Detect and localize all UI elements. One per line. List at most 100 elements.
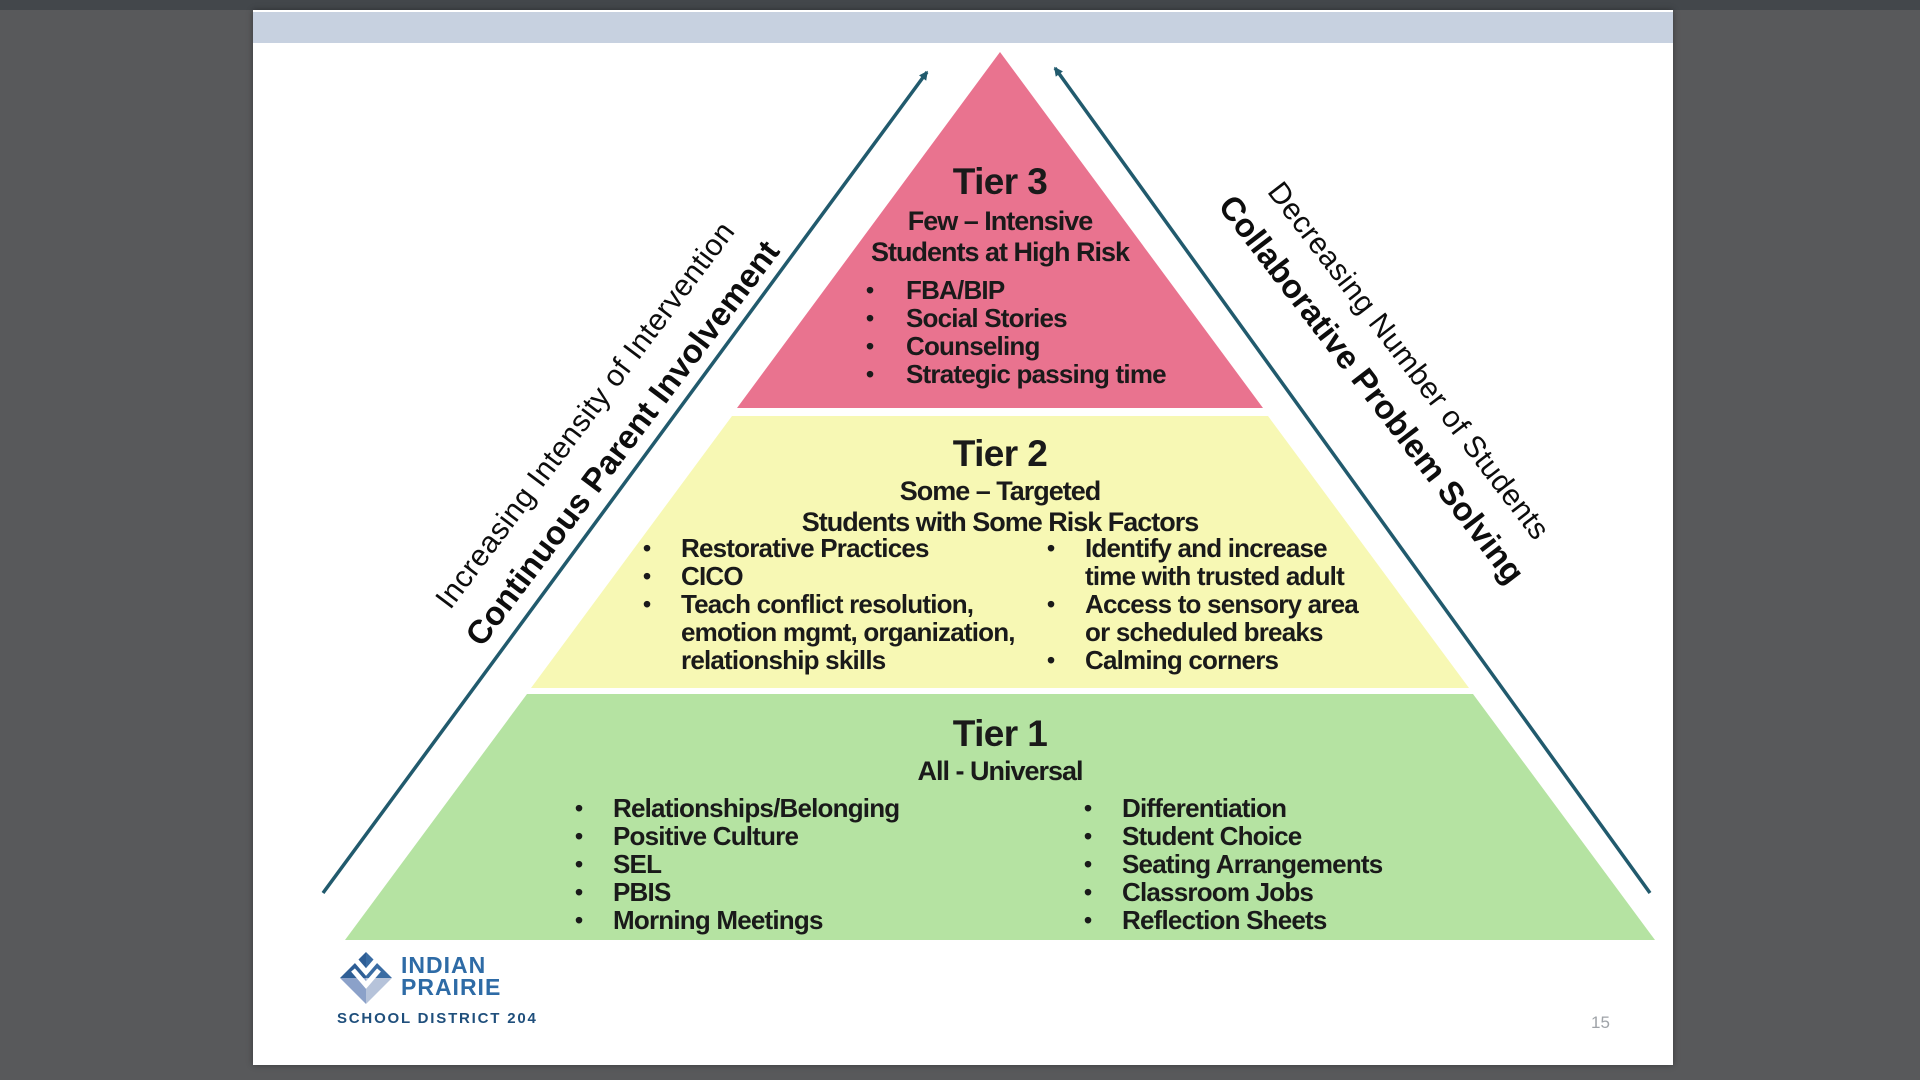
list-item-text: Seating Arrangements	[1122, 849, 1383, 879]
list-item: • SEL	[575, 850, 899, 878]
bullet-icon: •	[1084, 795, 1092, 821]
list-item: emotion mgmt, organization,	[643, 617, 1016, 647]
list-item: • CICO	[643, 562, 1015, 590]
district-logo: INDIAN PRAIRIE SCHOOL DISTRICT 204	[337, 950, 538, 1027]
slide-header-bar	[253, 12, 1673, 43]
list-item-text: FBA/BIP	[906, 275, 1005, 305]
list-item-text: SEL	[613, 849, 662, 879]
tier2-band	[531, 416, 1469, 688]
tier3-subtitle1: Few – Intensive	[907, 206, 1094, 236]
list-item-text: Identify and increase	[1085, 533, 1328, 563]
list-item-text: Counseling	[906, 331, 1040, 361]
list-item-text: emotion mgmt, organization,	[681, 617, 1016, 647]
tier1-band	[345, 694, 1655, 940]
list-item-text: Access to sensory area	[1085, 589, 1359, 619]
list-item: • Morning Meetings	[575, 906, 899, 934]
list-item: • FBA/BIP	[866, 276, 1166, 304]
bullet-icon: •	[575, 823, 583, 849]
list-item-text: Classroom Jobs	[1122, 877, 1314, 907]
tier3-subtitle2: Students at High Risk	[870, 237, 1130, 267]
list-item-text: Relationships/Belonging	[613, 793, 900, 823]
list-item: • Classroom Jobs	[1084, 878, 1382, 906]
district-logo-icon	[340, 952, 392, 1004]
bullet-icon: •	[1047, 591, 1055, 617]
bullet-icon: •	[866, 277, 874, 303]
tier3-bullet-list: • FBA/BIP • Social Stories • Counseling …	[866, 276, 1167, 389]
tier1-right-bullet-list: • Differentiation • Student Choice • Sea…	[1084, 794, 1383, 934]
logo-name-line2: PRAIRIE	[401, 974, 502, 1000]
right-up-arrow	[1053, 66, 1652, 895]
logo-name-line1: INDIAN	[401, 952, 487, 978]
tier2-right-bullet-list: • Identify and increase time with truste…	[1047, 534, 1359, 674]
list-item-text: PBIS	[613, 877, 671, 907]
slide: Increasing Intensity of Intervention Con…	[253, 10, 1673, 1065]
list-item-text: CICO	[681, 561, 744, 591]
list-item-text: Social Stories	[906, 303, 1068, 333]
list-item: • Student Choice	[1084, 822, 1382, 850]
list-item-text: relationship skills	[681, 645, 886, 675]
list-item: • Social Stories	[866, 304, 1166, 332]
left-up-arrow	[321, 70, 929, 895]
tier2-subtitle1: Some – Targeted	[899, 476, 1102, 506]
viewer-top-strip	[0, 0, 1920, 10]
tier3-triangle	[737, 52, 1263, 408]
list-item: • Relationships/Belonging	[575, 793, 900, 823]
bullet-icon: •	[1084, 823, 1092, 849]
bullet-icon: •	[866, 361, 874, 387]
bullet-icon: •	[1047, 535, 1055, 561]
list-item: or scheduled breaks	[1047, 618, 1358, 646]
bullet-icon	[1047, 618, 1085, 646]
list-item: • Strategic passing time	[866, 359, 1167, 389]
list-item: • Differentiation	[1084, 794, 1382, 822]
list-item: • PBIS	[575, 878, 899, 906]
tier3-title: Tier 3	[952, 161, 1048, 202]
bullet-icon: •	[1084, 879, 1092, 905]
list-item-text: Restorative Practices	[681, 533, 929, 563]
bullet-icon: •	[1084, 907, 1092, 933]
bullet-icon: •	[866, 305, 874, 331]
list-item: • Reflection Sheets	[1084, 906, 1382, 934]
bullet-icon: •	[643, 563, 651, 589]
list-item-text: Student Choice	[1122, 821, 1302, 851]
list-item: • Teach conflict resolution,	[643, 590, 1015, 618]
list-item-text: Calming corners	[1085, 645, 1279, 675]
bullet-icon: •	[866, 333, 874, 359]
list-item-text: Reflection Sheets	[1122, 905, 1327, 935]
bullet-icon: •	[575, 795, 583, 821]
tier1-title: Tier 1	[952, 713, 1048, 754]
list-item: • Identify and increase	[1047, 534, 1358, 562]
logo-district-text: SCHOOL DISTRICT 204	[337, 1010, 538, 1027]
bullet-icon	[643, 646, 681, 674]
bullet-icon	[643, 618, 681, 646]
tier2-left-bullet-list: • Restorative Practices • CICO • Teach c…	[643, 534, 1016, 674]
list-item-text: Differentiation	[1122, 793, 1287, 823]
list-item: relationship skills	[643, 646, 1015, 674]
list-item-text: Teach conflict resolution,	[681, 589, 974, 619]
tier1-left-bullet-list: • Relationships/Belonging • Positive Cul…	[575, 793, 900, 934]
list-item: • Counseling	[866, 332, 1166, 360]
tier2-title: Tier 2	[952, 433, 1048, 474]
list-item: • Positive Culture	[575, 822, 899, 850]
list-item-text: Strategic passing time	[906, 359, 1167, 389]
bullet-icon: •	[575, 879, 583, 905]
slide-page-number: 15	[1591, 1013, 1610, 1032]
bullet-icon: •	[643, 591, 651, 617]
pyramid-diagram	[321, 52, 1655, 940]
tier2-subtitle2: Students with Some Risk Factors	[801, 507, 1200, 537]
bullet-icon: •	[643, 535, 651, 561]
list-item-text: Morning Meetings	[613, 905, 823, 935]
list-item: • Access to sensory area	[1047, 589, 1359, 619]
list-item-text: Positive Culture	[613, 821, 799, 851]
list-item-text: or scheduled breaks	[1085, 617, 1323, 647]
bullet-icon: •	[575, 907, 583, 933]
list-item: time with trusted adult	[1047, 562, 1358, 590]
tier1-subtitle1: All - Universal	[917, 756, 1083, 786]
list-item: • Seating Arrangements	[1084, 849, 1383, 879]
list-item: • Restorative Practices	[643, 534, 1015, 562]
bullet-icon: •	[575, 851, 583, 877]
list-item: • Calming corners	[1047, 646, 1358, 674]
bullet-icon: •	[1084, 851, 1092, 877]
bullet-icon: •	[1047, 647, 1055, 673]
bullet-icon	[1047, 562, 1085, 590]
